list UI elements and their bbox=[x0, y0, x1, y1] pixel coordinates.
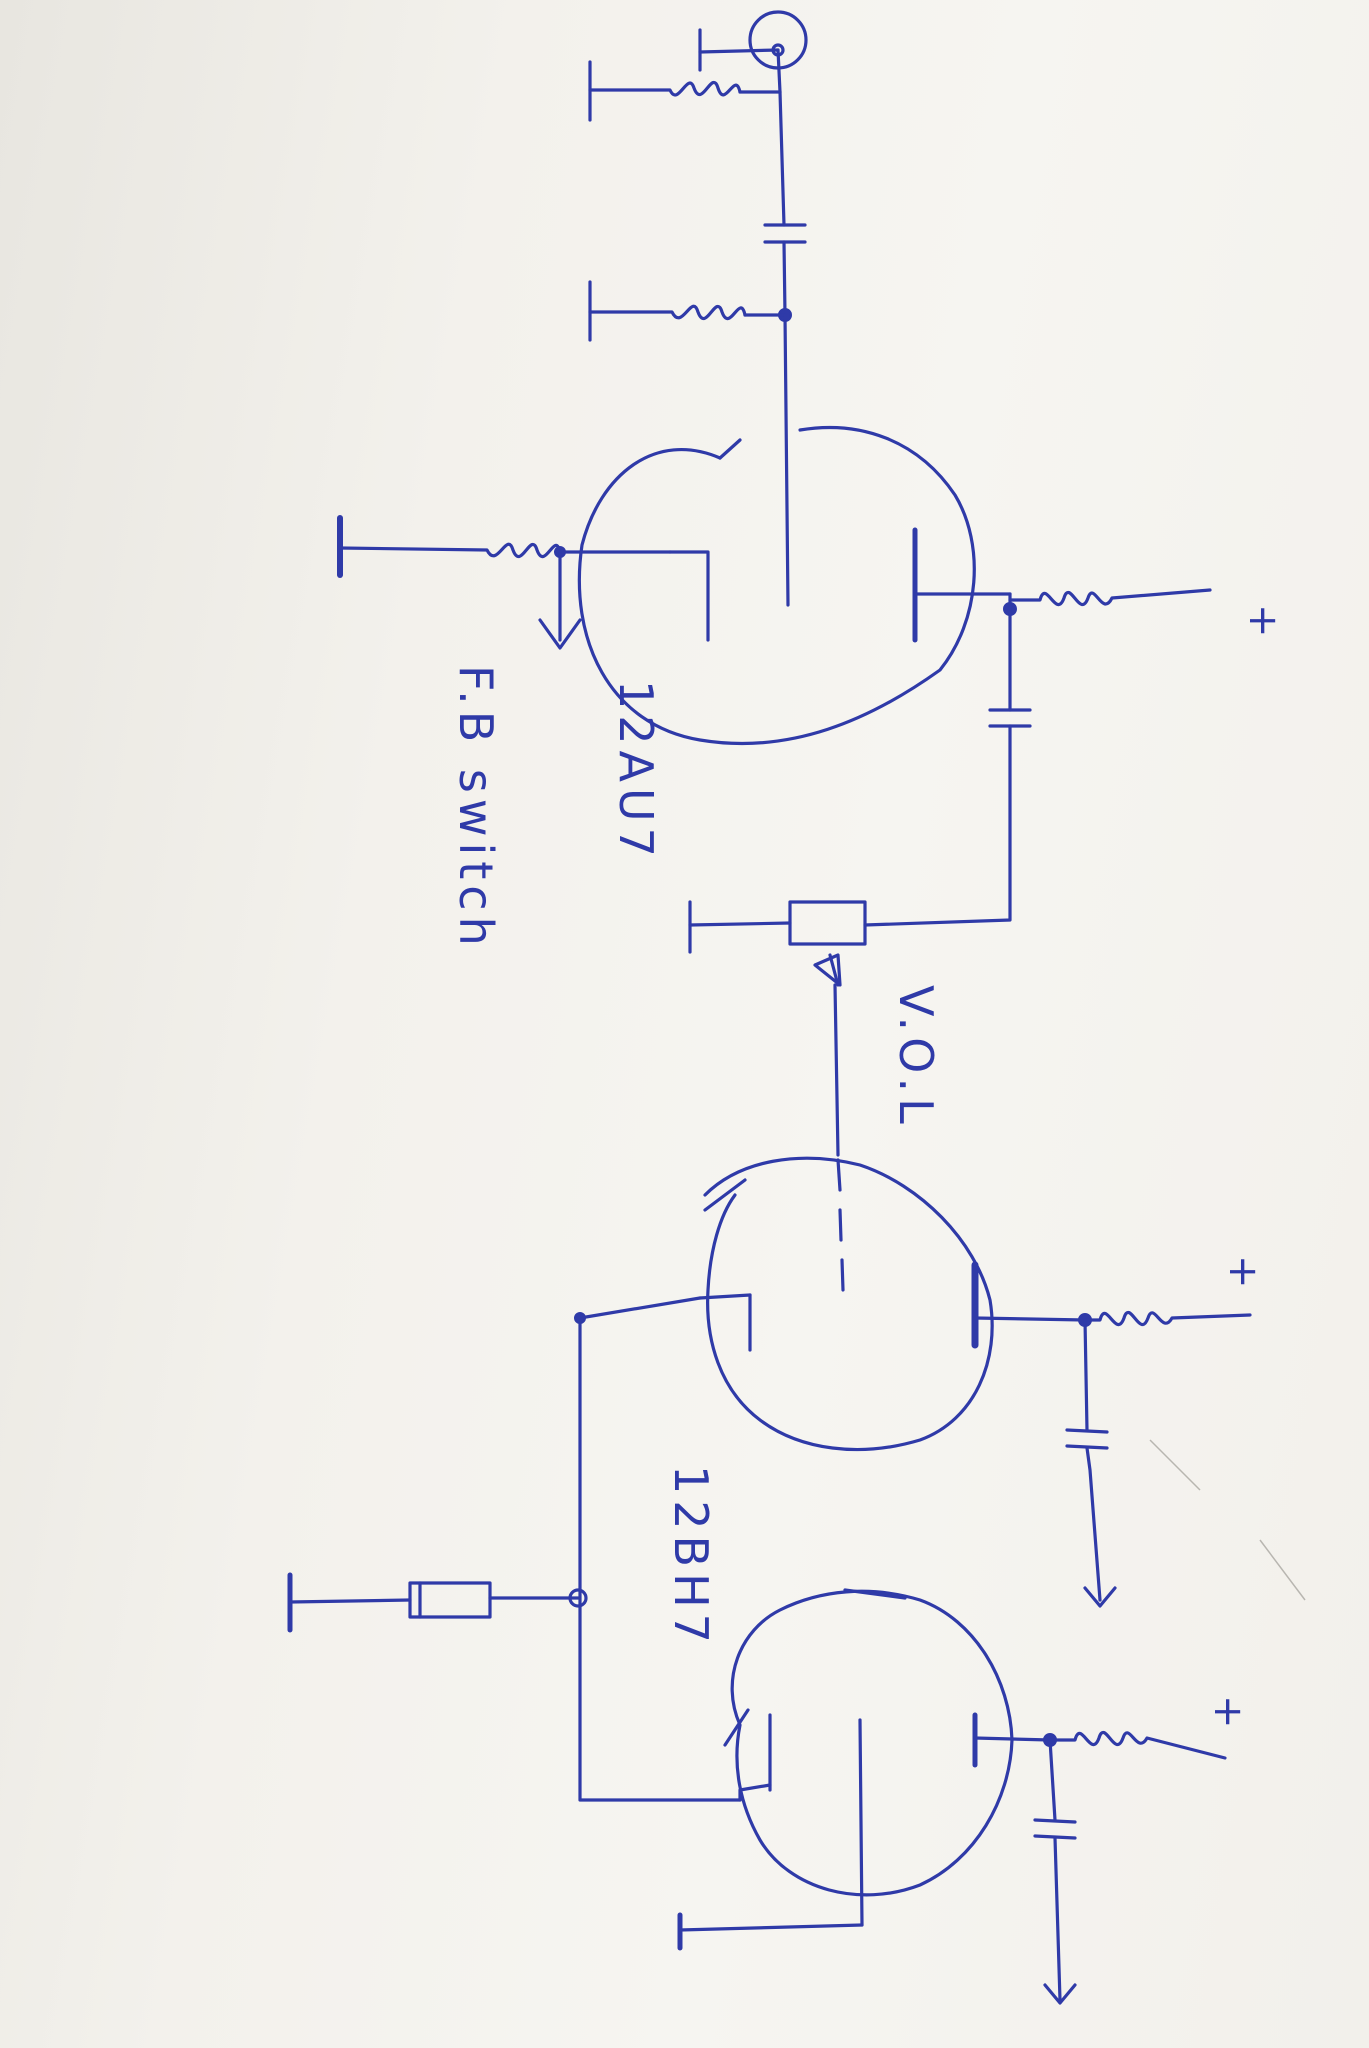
plus-label-tube1: + bbox=[1240, 604, 1286, 638]
cathode-network bbox=[287, 1296, 742, 1802]
feedback-arrow bbox=[538, 550, 582, 650]
tube-12bh7-first-half bbox=[698, 1156, 1087, 1452]
coupling-capacitor-tube2 bbox=[1065, 1318, 1117, 1608]
tube1-plate-resistor bbox=[1003, 588, 1212, 616]
tube3-plate-resistor bbox=[1043, 1730, 1227, 1760]
feedback-switch-label: F.B switch bbox=[449, 665, 503, 952]
tube2-label: 12BH7 bbox=[664, 1465, 718, 1649]
output-capacitor bbox=[1033, 1738, 1077, 2005]
plus-label-tube3: + bbox=[1205, 1695, 1251, 1729]
coupling-capacitor-tube1 bbox=[863, 610, 1032, 927]
cathode-resistor-tube1 bbox=[337, 515, 672, 578]
grid-resistor-to-ground bbox=[588, 280, 792, 342]
tube-12au7 bbox=[577, 425, 1012, 746]
pencil-marks bbox=[1149, 1439, 1306, 1601]
volume-potentiometer bbox=[688, 900, 867, 1157]
input-resistor-to-ground bbox=[588, 60, 782, 122]
input-jack bbox=[698, 10, 808, 94]
tube2-plate-resistor bbox=[1078, 1310, 1252, 1327]
plus-label-tube2: + bbox=[1220, 1255, 1266, 1289]
tube1-label: 12AU7 bbox=[609, 680, 663, 863]
volume-label: V.O.L bbox=[889, 985, 943, 1130]
tube-12bh7-second-half bbox=[677, 1588, 1052, 1951]
input-coupling-capacitor bbox=[763, 223, 807, 317]
input-wire bbox=[778, 90, 786, 227]
grid-wire-tube1 bbox=[783, 313, 790, 607]
